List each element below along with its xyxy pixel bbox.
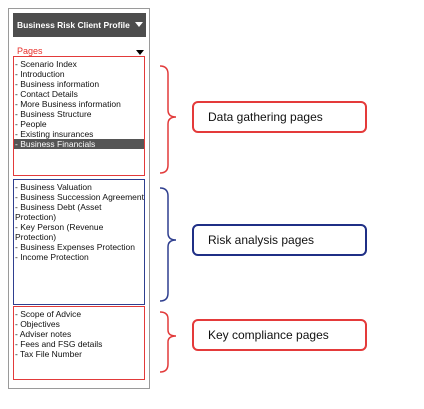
page-link-business-expenses-protection[interactable]: - Business Expenses Protection bbox=[15, 242, 136, 252]
page-link-objectives[interactable]: - Objectives bbox=[15, 319, 60, 329]
page-link-tax-file-number[interactable]: - Tax File Number bbox=[15, 349, 82, 359]
pages-dropdown[interactable]: Pages bbox=[13, 45, 146, 59]
page-link-business-financials[interactable]: - Business Financials bbox=[13, 139, 144, 149]
risk-analysis-page-list: - Business Valuation - Business Successi… bbox=[13, 182, 144, 262]
page-link-more-business-information[interactable]: - More Business information bbox=[15, 99, 121, 109]
chevron-down-icon bbox=[136, 50, 144, 55]
data-gathering-callout: Data gathering pages bbox=[192, 101, 367, 133]
data-gathering-callout-text: Data gathering pages bbox=[208, 110, 323, 124]
page-link-scope-of-advice[interactable]: - Scope of Advice bbox=[15, 309, 82, 319]
profile-title: Business Risk Client Profile bbox=[17, 20, 130, 30]
compliance-bracket bbox=[159, 311, 177, 373]
page-link-income-protection[interactable]: - Income Protection bbox=[15, 252, 89, 262]
compliance-callout: Key compliance pages bbox=[192, 319, 367, 351]
data-gathering-bracket bbox=[159, 65, 177, 174]
data-gathering-page-list: - Scenario Index - Introduction - Busine… bbox=[13, 59, 144, 149]
compliance-callout-text: Key compliance pages bbox=[208, 328, 329, 342]
page-link-business-succession-agreement[interactable]: - Business Succession Agreement bbox=[15, 192, 144, 202]
page-link-contact-details[interactable]: - Contact Details bbox=[15, 89, 78, 99]
page-link-business-debt[interactable]: - Business Debt (Asset Protection) bbox=[15, 202, 102, 222]
page-link-scenario-index[interactable]: - Scenario Index bbox=[15, 59, 77, 69]
page-link-fees-and-fsg-details[interactable]: - Fees and FSG details bbox=[15, 339, 103, 349]
profile-dropdown[interactable]: Business Risk Client Profile bbox=[13, 13, 146, 37]
pages-label: Pages bbox=[17, 46, 43, 56]
page-link-introduction[interactable]: - Introduction bbox=[15, 69, 65, 79]
page-link-existing-insurances[interactable]: - Existing insurances bbox=[15, 129, 94, 139]
risk-analysis-bracket bbox=[159, 187, 177, 302]
navigation-panel: Business Risk Client Profile Pages bbox=[8, 8, 150, 389]
page-link-key-person[interactable]: - Key Person (Revenue Protection) bbox=[15, 222, 104, 242]
risk-analysis-callout-text: Risk analysis pages bbox=[208, 233, 315, 247]
risk-analysis-callout: Risk analysis pages bbox=[192, 224, 367, 256]
page-link-business-valuation[interactable]: - Business Valuation bbox=[15, 182, 92, 192]
chevron-down-icon bbox=[135, 22, 143, 27]
page-link-people[interactable]: - People bbox=[15, 119, 47, 129]
compliance-page-list: - Scope of Advice - Objectives - Adviser… bbox=[13, 309, 144, 359]
page-link-adviser-notes[interactable]: - Adviser notes bbox=[15, 329, 72, 339]
page-link-business-information[interactable]: - Business information bbox=[15, 79, 100, 89]
page-link-business-structure[interactable]: - Business Structure bbox=[15, 109, 92, 119]
